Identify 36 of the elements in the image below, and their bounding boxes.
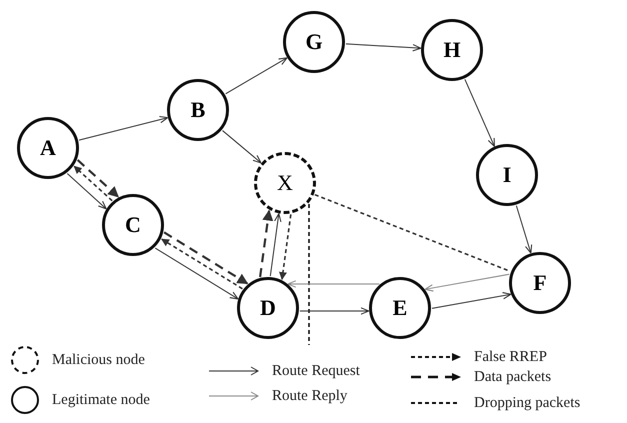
arrow bbox=[424, 274, 510, 292]
node-label: F bbox=[533, 272, 547, 294]
legend-label: Data packets bbox=[474, 368, 552, 387]
arrow bbox=[164, 231, 248, 285]
legitimate-node bbox=[102, 194, 164, 256]
legitimate-node bbox=[237, 277, 299, 339]
arrow bbox=[259, 210, 274, 278]
arrow bbox=[74, 166, 113, 202]
arrow bbox=[222, 130, 262, 164]
legend-label: False RREP bbox=[474, 348, 547, 367]
node-label: G bbox=[305, 31, 323, 53]
legend-label: Route Reply bbox=[272, 387, 348, 406]
arrow bbox=[270, 213, 282, 277]
arrow bbox=[516, 205, 532, 254]
arrow bbox=[431, 292, 512, 309]
node-label: E bbox=[392, 297, 408, 319]
node-label: B bbox=[190, 99, 206, 121]
arrow bbox=[154, 248, 239, 300]
node-label: D bbox=[260, 297, 276, 319]
arrow bbox=[78, 116, 168, 141]
arrow bbox=[225, 57, 288, 94]
legend-label: Route Request bbox=[272, 362, 360, 381]
arrow bbox=[345, 43, 422, 52]
node-label: X bbox=[277, 172, 293, 194]
node-label: I bbox=[502, 164, 512, 186]
node-label: A bbox=[40, 137, 56, 159]
arrow bbox=[287, 280, 380, 288]
arrow bbox=[66, 173, 107, 210]
dashed-line bbox=[314, 194, 510, 272]
node-label: C bbox=[125, 214, 141, 236]
arrow bbox=[299, 307, 370, 315]
legend-label: Malicious node bbox=[52, 350, 145, 370]
legend-label: Dropping packets bbox=[474, 394, 580, 413]
arrow bbox=[464, 78, 495, 147]
legend-label: Legitimate node bbox=[52, 390, 150, 410]
node-label: H bbox=[443, 39, 461, 61]
